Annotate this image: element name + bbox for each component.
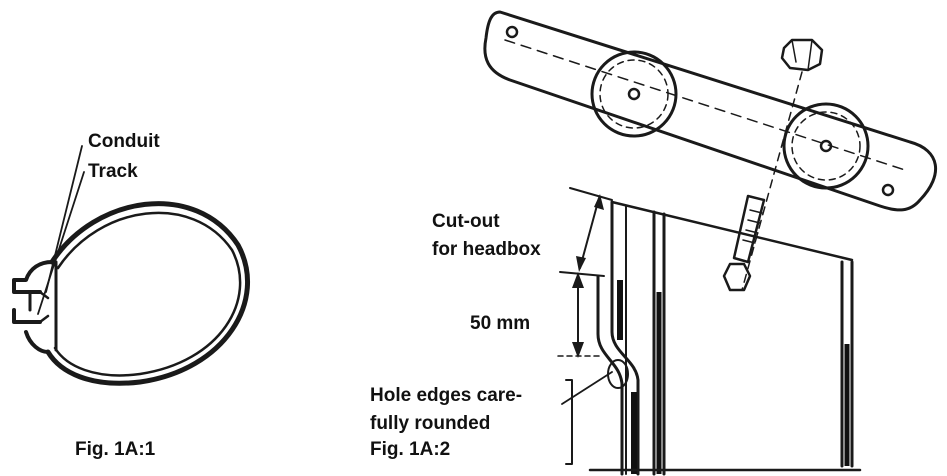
dim-50mm-arrow-top	[572, 272, 584, 288]
cutout-label-line1: Cut-out	[432, 211, 500, 232]
pulley-left-inner	[599, 59, 669, 129]
bracket-centre-line	[504, 39, 906, 171]
cutout-arrow-bottom	[576, 256, 586, 272]
left-tube-dark-wall	[617, 280, 637, 474]
top-nut-facets	[791, 39, 813, 71]
pulley-right-inner	[791, 111, 861, 181]
bolt-nut-icon	[722, 262, 752, 292]
track-leader-line	[37, 171, 85, 315]
dim-50mm-arrow-bottom	[572, 342, 584, 358]
bracket-plate	[483, 10, 937, 212]
bracket-mount-hole-left	[505, 25, 519, 39]
fig2-caption: Fig. 1A:2	[370, 439, 451, 460]
left-tube-outer	[596, 274, 624, 476]
dimension-markers	[557, 194, 613, 465]
hole-label-line1: Hole edges care-	[370, 385, 523, 406]
bracket-mount-hole-right	[881, 183, 895, 197]
profile-outer-wall	[45, 201, 250, 386]
fig1-caption: Fig. 1A:1	[75, 439, 156, 460]
bolt-axis-line	[741, 71, 803, 291]
cutout-extension-top	[569, 187, 613, 201]
track-label: Track	[88, 161, 138, 182]
track-lower-lip	[12, 308, 50, 354]
cutout-dimension-line	[579, 197, 600, 269]
dimension-50mm-label: 50 mm	[470, 313, 531, 334]
cutout-arrow-top	[594, 194, 604, 210]
pulley-left	[590, 50, 678, 138]
pulley-left-axle	[627, 87, 641, 101]
hole-label-bracket	[565, 379, 573, 465]
tube-assembly	[559, 187, 862, 476]
tube-top-edge	[610, 200, 854, 262]
bolt-shank	[732, 194, 766, 264]
cutout-label-line2: for headbox	[432, 239, 541, 260]
conduit-label: Conduit	[88, 131, 160, 152]
left-tube-inner	[610, 200, 640, 476]
pulley-right-axle	[819, 139, 833, 153]
conduit-leader-line	[45, 145, 83, 293]
bolt-thread	[742, 209, 763, 244]
pulley-right	[782, 102, 870, 190]
track-upper-lip	[12, 260, 54, 294]
top-nut-icon	[780, 38, 824, 72]
hole-leader-line	[561, 371, 613, 405]
profile-inner-wall	[53, 211, 242, 377]
profile-cross-section	[12, 145, 250, 386]
headbox-bracket	[483, 10, 937, 292]
hole-label-line2: fully rounded	[370, 413, 491, 434]
